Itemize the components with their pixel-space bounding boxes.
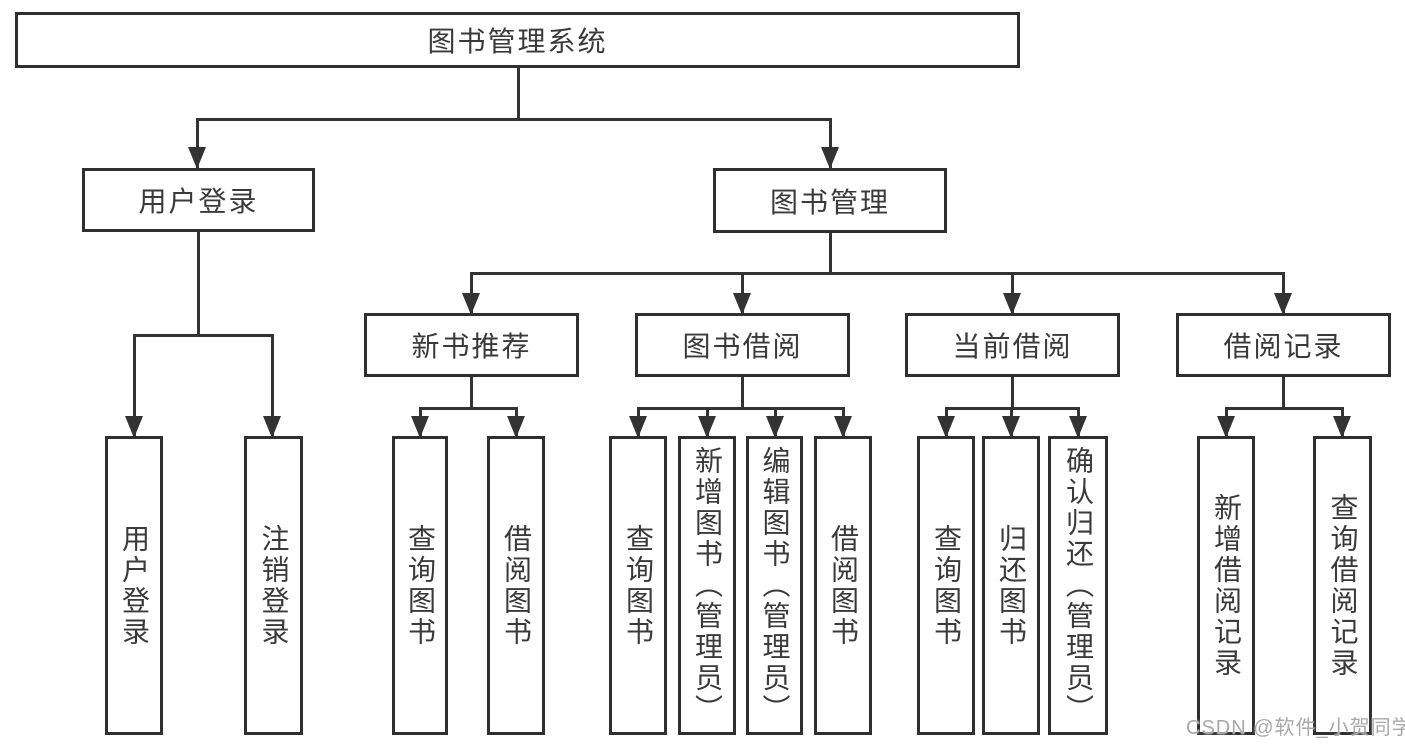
leaf-borrow-books: 借阅图书 [814,436,872,735]
connector-book-management-stem [829,233,832,275]
connector-book-borrow-stem [741,377,744,410]
arrowhead-book-borrow [733,293,751,315]
leaf-logout: 注销登录 [244,436,303,735]
arrowhead-leaf-13 [1333,416,1351,438]
arrowhead-leaf-4 [507,416,525,438]
leaf-recommend-borrow-books: 借阅图书 [487,436,545,735]
arrowhead-leaf-6 [698,416,716,438]
arrowhead-leaf-1 [125,416,143,438]
arrowhead-new-book-recommend [462,293,480,315]
arrowhead-leaf-5 [629,416,647,438]
connector-current-borrow-stem [1011,377,1014,410]
connector-book-management-drop [829,118,832,168]
leaf-current-query-books: 查询图书 [917,436,975,735]
arrowhead-leaf-3 [411,416,429,438]
leaf-confirm-return-admin: 确认归还（管理员） [1048,436,1108,735]
leaf-add-books-admin: 新增图书（管理员） [678,436,736,735]
connector-user-login-stem [197,232,200,337]
arrowhead-leaf-11 [1069,416,1087,438]
arrowhead-leaf-9 [937,416,955,438]
arrowhead-current-borrow [1003,293,1021,315]
connector-borrow-records-rail [1225,407,1344,410]
arrowhead-user-login [188,147,206,169]
connector-leaf-drop-1 [133,334,136,436]
arrowhead-leaf-10 [1002,416,1020,438]
node-book-management: 图书管理 [713,168,947,233]
node-borrow-records: 借阅记录 [1176,313,1391,377]
connector-book-borrow-rail [637,407,845,410]
connector-root-stem [517,66,520,121]
watermark: CSDN @软件_小贺同学 [1186,717,1405,739]
arrowhead-borrow-records [1274,293,1292,315]
node-user-login: 用户登录 [82,168,315,232]
arrowhead-leaf-2 [263,416,281,438]
leaf-edit-books-admin: 编辑图书（管理员） [746,436,803,735]
leaf-return-books: 归还图书 [982,436,1040,735]
leaf-borrow-query-books: 查询图书 [609,436,667,735]
arrowhead-leaf-8 [834,416,852,438]
leaf-recommend-query-books: 查询图书 [392,436,448,735]
node-new-book-recommend: 新书推荐 [364,313,579,377]
connector-user-login-rail [133,334,274,337]
node-book-borrow: 图书借阅 [635,313,850,377]
arrowhead-leaf-12 [1217,416,1235,438]
connector-user-login-drop [196,118,199,168]
leaf-user-login: 用户登录 [105,436,163,735]
arrowhead-book-management [821,147,839,169]
node-root: 图书管理系统 [15,12,1020,68]
connector-leaf-drop-2 [271,334,274,436]
connector-level3-rail [470,272,1285,275]
arrowhead-leaf-7 [766,416,784,438]
leaf-add-borrow-record: 新增借阅记录 [1197,436,1255,735]
connector-recommend-stem [470,377,473,410]
connector-recommend-rail [419,407,518,410]
connector-borrow-records-stem [1282,377,1285,410]
connector-level2-rail [196,118,832,121]
leaf-query-borrow-record: 查询借阅记录 [1313,436,1372,735]
node-current-borrow: 当前借阅 [905,313,1120,377]
